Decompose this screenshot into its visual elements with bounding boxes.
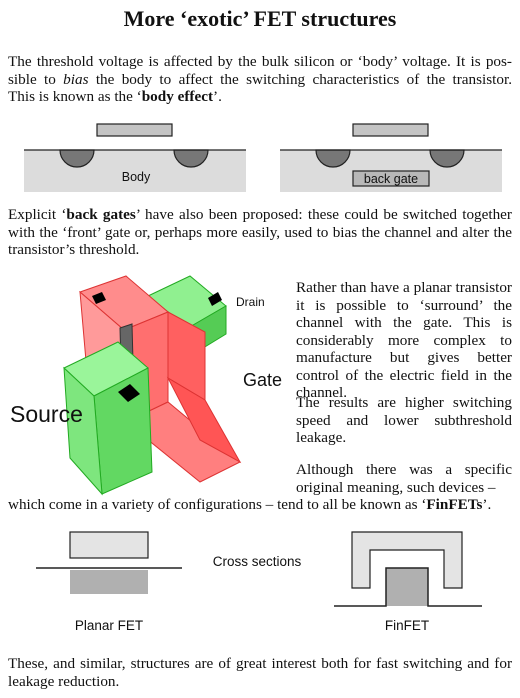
cross-sections-figure: Planar FET Cross sections FinFET xyxy=(36,531,482,633)
finfet-3d-illustration: Drain Gate Source xyxy=(10,275,282,496)
finfet-cross-section: FinFET xyxy=(334,531,482,633)
planar-channel xyxy=(70,570,148,594)
body-diagram: Body xyxy=(24,123,246,192)
body-effect-figure: Body back gate xyxy=(24,123,502,192)
finfet-label: FinFET xyxy=(385,618,429,633)
closing-paragraph: These, and similar, structures are of gr… xyxy=(8,655,512,690)
bias-emphasis: bias xyxy=(63,70,89,88)
finfet-gate xyxy=(351,531,463,589)
intro-paragraph: The threshold voltage is affected by the… xyxy=(8,53,512,105)
gate-label: Gate xyxy=(243,370,282,390)
body-effect-term: body effect xyxy=(141,88,214,105)
finfet-fin xyxy=(386,568,428,606)
body-label: Body xyxy=(122,170,151,184)
back-gates-paragraph: Explicit ‘back gates’ have also been pro… xyxy=(8,206,512,258)
planar-fet-cross-section: Planar FET xyxy=(36,531,182,633)
source-label: Source xyxy=(10,401,83,427)
back-gate-plate xyxy=(352,170,430,187)
planar-fet-label: Planar FET xyxy=(75,618,143,633)
gate-plate xyxy=(96,123,173,137)
side-paragraph-1: Rather than have a planar transistor it … xyxy=(296,279,512,401)
back-gate-label: back gate xyxy=(364,172,418,186)
finfets-line: which come in a variety of configuration… xyxy=(8,496,492,513)
page-title: More ‘exotic’ FET structures xyxy=(123,6,397,31)
source-fin xyxy=(63,341,153,496)
back-gates-term: back gates xyxy=(66,206,136,223)
side-paragraph-3: Although there was a specific original m… xyxy=(296,461,512,496)
intro-line-1: The threshold voltage is affected by the… xyxy=(8,53,512,70)
finfets-term: FinFETs xyxy=(426,496,483,513)
back-gate-diagram: back gate xyxy=(280,123,502,192)
cross-sections-caption: Cross sections xyxy=(213,554,302,569)
side-paragraph-2: The results are higher switching speed a… xyxy=(296,394,512,446)
front-gate-plate xyxy=(352,123,429,137)
planar-gate xyxy=(69,531,149,559)
drain-label: Drain xyxy=(236,295,265,309)
